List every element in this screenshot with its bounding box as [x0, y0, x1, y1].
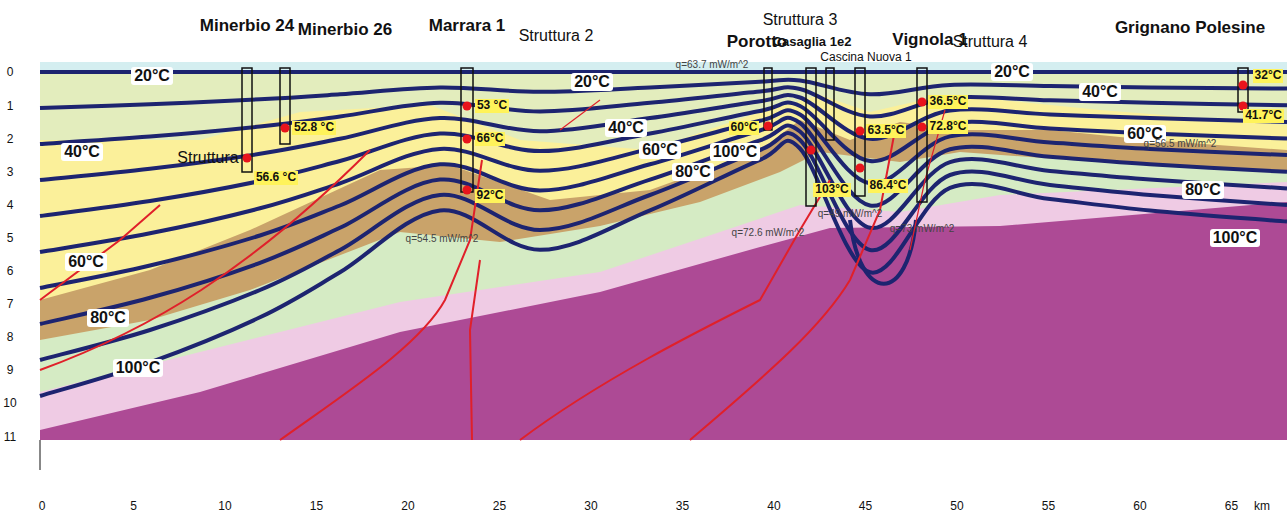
heat-flow: q=63.7 mW/m^2 [676, 59, 749, 70]
distance-tick: 60 [1133, 500, 1146, 513]
isotherm-label: 40°C [1079, 83, 1121, 101]
temperature-value: 36.5°C [928, 95, 969, 108]
well-name: Cascina Nuova 1 [820, 51, 911, 64]
distance-tick: 45 [859, 500, 872, 513]
isotherm [40, 133, 1287, 360]
well-name: Minerbio 26 [298, 21, 392, 40]
well-name: Casaglia 1e2 [773, 35, 852, 49]
distance-tick: 30 [584, 500, 597, 513]
upper-layer [40, 62, 1287, 440]
distance-tick: 40 [767, 500, 780, 513]
temperature-value: 41.7°C [1243, 109, 1284, 122]
depth-tick: 2 [7, 133, 14, 146]
isotherm-label: 60°C [639, 141, 681, 159]
isotherm-label: 60°C [65, 253, 107, 271]
depth-tick: 9 [7, 364, 14, 377]
distance-tick: 55 [1042, 500, 1055, 513]
isotherm-label: 80°C [87, 309, 129, 327]
temperature-value: 32°C [1253, 69, 1284, 82]
isotherm-label: 20°C [131, 67, 173, 85]
yellow-layer [40, 95, 1287, 440]
temperature-value: 52.8 °C [292, 121, 336, 134]
distance-tick: 50 [950, 500, 963, 513]
temperature-value: 63.5°C [866, 124, 907, 137]
depth-tick: 1 [7, 100, 14, 113]
green-layer [40, 152, 1287, 440]
heat-flow: q=49 mW/m^2 [818, 208, 882, 219]
isotherm-label: 100°C [113, 359, 164, 377]
isotherm [40, 141, 1287, 396]
temperature-value: 103°C [813, 183, 851, 196]
pink-layer [40, 182, 1287, 440]
depth-tick: 0 [7, 66, 14, 79]
depth-tick: 6 [7, 265, 14, 278]
distance-tick: 15 [310, 500, 323, 513]
isotherm [40, 80, 1287, 108]
isotherm-label: 100°C [1210, 229, 1261, 247]
isotherm-label: 80°C [672, 163, 714, 181]
distance-tick: 25 [493, 500, 506, 513]
isotherm-label: 100°C [710, 143, 761, 161]
isotherm-label: 80°C [1182, 181, 1224, 199]
depth-tick: 10 [3, 397, 16, 410]
faults [40, 100, 945, 440]
temperature-value: 66°C [475, 132, 506, 145]
well-name: Minerbio 24 [200, 17, 294, 36]
surface-layer [40, 62, 1287, 72]
heat-flow: q=56.5 mW/m^2 [1144, 138, 1217, 149]
temperature-value: 60°C [729, 121, 760, 134]
heat-flow: q=72.6 mW/m^2 [732, 227, 805, 238]
heat-flow: q=73 mW/m^2 [890, 223, 954, 234]
temperature-value: 92°C [475, 189, 506, 202]
isotherm [40, 70, 1287, 74]
well-name: Grignano Polesine [1115, 19, 1265, 38]
measurement-dots [243, 81, 1248, 195]
well-name: Marrara 1 [429, 17, 506, 36]
structure-name: Struttura 4 [953, 33, 1028, 51]
structure-name: Struttura [177, 149, 238, 167]
distance-tick: 10 [218, 500, 231, 513]
distance-tick: 0 [39, 500, 46, 513]
depth-tick: 8 [7, 331, 14, 344]
heat-flow: q=54.5 mW/m^2 [406, 233, 479, 244]
basement [40, 202, 1287, 440]
wells [242, 68, 1248, 206]
structure-name: Struttura 3 [763, 11, 838, 29]
temperature-value: 86.4°C [868, 179, 909, 192]
brown-layer [40, 120, 1287, 440]
distance-tick: 20 [401, 500, 414, 513]
isotherm [40, 125, 1287, 324]
axes [40, 440, 41, 470]
depth-tick: 3 [7, 166, 14, 179]
isotherm-label: 20°C [571, 73, 613, 91]
axis-unit: km [1254, 500, 1270, 513]
structure-name: Struttura 2 [519, 27, 594, 45]
isotherm-label: 40°C [605, 119, 647, 137]
distance-tick: 65 [1225, 500, 1238, 513]
depth-tick: 4 [7, 199, 14, 212]
temperature-value: 72.8°C [928, 120, 969, 133]
depth-tick: 5 [7, 232, 14, 245]
isotherm-label: 40°C [61, 143, 103, 161]
distance-tick: 5 [130, 500, 137, 513]
temperature-value: 56.6 °C [254, 171, 298, 184]
isotherm [40, 95, 1287, 180]
depth-tick: 11 [4, 431, 16, 444]
isotherm [40, 110, 1287, 252]
isotherm-label: 20°C [991, 63, 1033, 81]
isotherms [40, 72, 1287, 396]
depth-tick: 7 [7, 298, 14, 311]
temperature-value: 53 °C [475, 99, 509, 112]
distance-tick: 35 [676, 500, 689, 513]
